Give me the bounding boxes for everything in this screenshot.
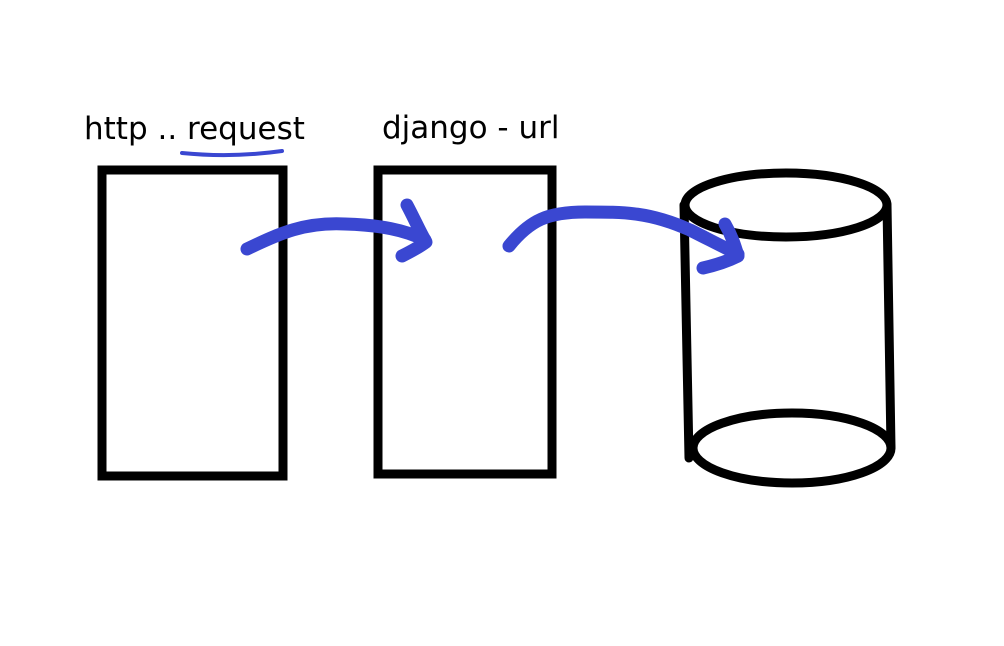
cylinder-bottom — [688, 408, 896, 488]
cylinder-left-side — [679, 200, 694, 463]
arrow-shaft — [502, 205, 745, 261]
django-url-label: django - url — [382, 110, 560, 146]
database-cylinder — [679, 168, 896, 488]
http-request-box — [97, 165, 288, 481]
arrow-head — [696, 217, 745, 275]
cylinder-top — [680, 168, 892, 242]
arrow-request-to-django — [240, 198, 433, 263]
cylinder-right-side — [882, 200, 896, 453]
arrow-head — [395, 198, 433, 263]
arrow-shaft — [240, 217, 432, 256]
arrow-django-to-database — [502, 205, 745, 275]
http-request-label: http .. request — [84, 111, 305, 147]
django-url-box — [373, 165, 557, 479]
request-underline — [180, 149, 284, 158]
